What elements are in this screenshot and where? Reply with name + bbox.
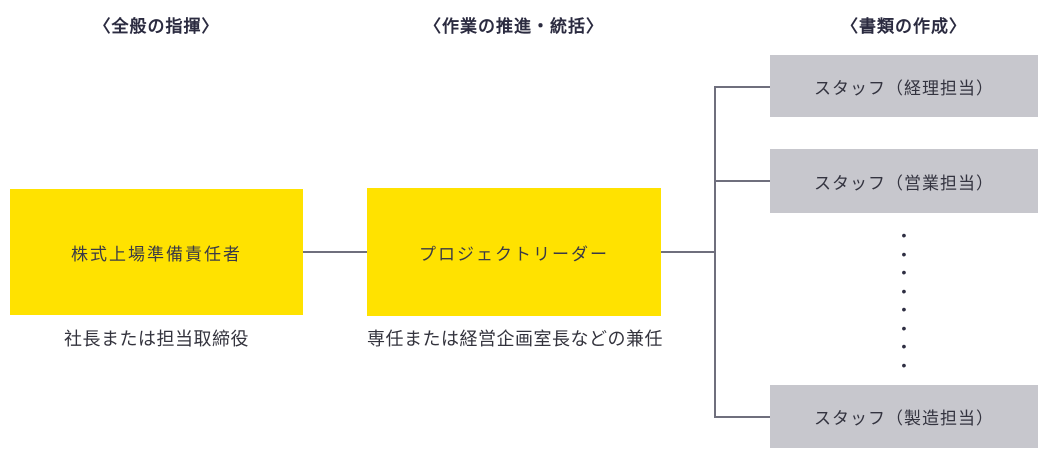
node-label: スタッフ（営業担当） xyxy=(814,173,994,193)
node-label: プロジェクトリーダー xyxy=(419,244,609,264)
caption-project-leader: 専任または経営企画室長などの兼任 xyxy=(367,329,663,349)
connector-branch-accounting xyxy=(714,86,770,88)
node-label: スタッフ（製造担当） xyxy=(814,409,994,428)
column-header-work-promotion: 〈作業の推進・統括〉 xyxy=(424,17,604,36)
ellipsis-dots: • • • • • • • • xyxy=(901,227,907,373)
node-staff-sales: スタッフ（営業担当） xyxy=(770,149,1038,213)
node-listing-preparation-manager: 株式上場準備責任者 xyxy=(10,189,303,315)
connector-trunk-vertical xyxy=(714,86,716,418)
connector-branch-sales xyxy=(714,180,770,182)
node-staff-accounting: スタッフ（経理担当） xyxy=(770,55,1038,117)
connector-manager-to-leader xyxy=(303,251,367,253)
node-label: 株式上場準備責任者 xyxy=(71,244,242,264)
node-label: スタッフ（経理担当） xyxy=(814,78,994,98)
column-header-document-creation: 〈書類の作成〉 xyxy=(841,17,967,36)
connector-branch-manufacturing xyxy=(714,416,770,418)
connector-leader-to-trunk xyxy=(661,251,715,253)
caption-preparation-manager: 社長または担当取締役 xyxy=(64,329,249,349)
node-staff-manufacturing: スタッフ（製造担当） xyxy=(770,385,1038,448)
column-header-general-direction: 〈全般の指揮〉 xyxy=(93,17,220,36)
node-project-leader: プロジェクトリーダー xyxy=(367,188,661,316)
